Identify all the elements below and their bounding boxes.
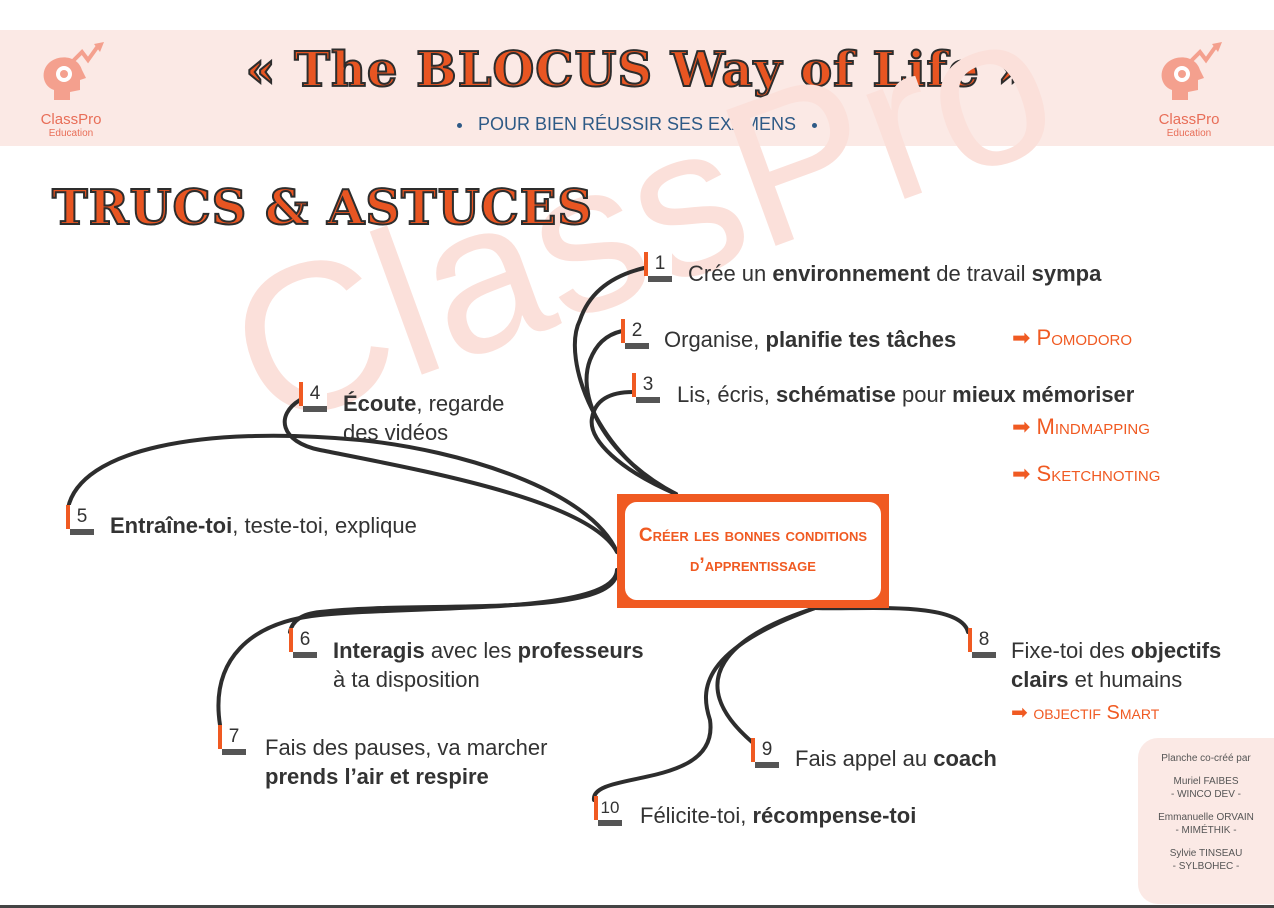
connector-2 <box>584 329 678 496</box>
badge-number: 8 <box>972 628 996 652</box>
page-subtitle: POUR BIEN RÉUSSIR SES EXAMENS <box>0 114 1274 135</box>
link-mindmapping[interactable]: ➡ Mindmapping <box>1012 414 1150 439</box>
logo-sub: Education <box>1166 128 1212 139</box>
badge-7: 7 <box>218 725 246 755</box>
connector-10 <box>592 606 817 802</box>
credit-org: - WINCO DEV - <box>1171 789 1241 800</box>
item-5-text: Entraîne-toi, teste-toi, explique <box>110 513 417 538</box>
badge-8: 8 <box>968 628 996 658</box>
badge-number: 9 <box>755 738 779 762</box>
head-gear-icon <box>43 42 104 100</box>
bottom-rule <box>0 905 1274 908</box>
credit-name: Emmanuelle ORVAIN <box>1158 812 1254 823</box>
item-1-text: Crée un environnement de travail sympa <box>688 261 1102 286</box>
connector-7 <box>216 568 619 727</box>
credit-name: Sylvie TINSEAU <box>1169 848 1243 859</box>
center-node-label: Créer les bonnes conditions d’apprentiss… <box>638 525 868 576</box>
badge-number: 2 <box>625 319 649 343</box>
badge-1: 1 <box>644 252 672 282</box>
item-10-text: Félicite-toi, récompense-toi <box>640 803 917 828</box>
page-title: « The BLOCUS Way of Life » <box>245 41 1029 99</box>
logo-brand: ClassPro <box>40 111 102 128</box>
badge-number: 3 <box>636 373 660 397</box>
badge-5: 5 <box>66 505 94 535</box>
center-node: Créer les bonnes conditions d’apprentiss… <box>617 494 889 608</box>
head-gear-icon <box>1161 42 1222 100</box>
connector-8 <box>813 606 970 634</box>
connector-3 <box>589 390 678 496</box>
badge-number: 6 <box>293 628 317 652</box>
badge-4: 4 <box>299 382 327 412</box>
badge-number: 5 <box>70 505 94 529</box>
badge-6: 6 <box>289 628 317 658</box>
badge-3: 3 <box>632 373 660 403</box>
item-3-text: Lis, écris, schématise pour mieux mémori… <box>677 382 1135 407</box>
item-9-text: Fais appel au coach <box>795 746 997 771</box>
logo-brand: ClassPro <box>1158 111 1220 128</box>
link-sketchnoting[interactable]: ➡ Sketchnoting <box>1012 461 1161 486</box>
item-2-text: Organise, planifie tes tâches <box>664 327 957 352</box>
logo-right: ClassPro Education <box>1144 40 1234 139</box>
badge-9: 9 <box>751 738 779 768</box>
badge-number: 1 <box>648 252 672 276</box>
credits-intro: Planche co-créé par <box>1161 753 1251 764</box>
logo-sub: Education <box>48 128 94 139</box>
connector-6 <box>288 568 620 634</box>
credit-org: - SYLBOHEC - <box>1172 861 1240 872</box>
subtitle-text: POUR BIEN RÉUSSIR SES EXAMENS <box>477 114 797 134</box>
badge-number: 7 <box>222 725 246 749</box>
center-node-inner: Créer les bonnes conditions d’apprentiss… <box>625 502 881 600</box>
link-pomodoro[interactable]: ➡ Pomodoro <box>1012 325 1133 350</box>
link-objectif-smart[interactable]: ➡ objectif Smart <box>1011 702 1160 724</box>
logo-left: ClassPro Education <box>26 40 116 139</box>
header-banner: ClassPro Education ClassPro Education « … <box>0 30 1274 146</box>
badge-10: 10 <box>594 796 622 826</box>
badge-2: 2 <box>621 319 649 349</box>
bullet-dot <box>812 122 818 128</box>
credits-panel: Planche co-créé par Muriel FAIBES - WINC… <box>1138 738 1274 904</box>
section-title: TRUCS & ASTUCES <box>51 179 594 237</box>
connector-4 <box>282 398 619 554</box>
badge-number: 4 <box>303 382 327 406</box>
connector-5 <box>66 433 619 554</box>
badge-number: 10 <box>598 796 622 820</box>
credit-org: - MIMÉTHIK - <box>1175 825 1237 836</box>
bullet-dot <box>456 122 462 128</box>
credit-name: Muriel FAIBES <box>1173 776 1239 787</box>
